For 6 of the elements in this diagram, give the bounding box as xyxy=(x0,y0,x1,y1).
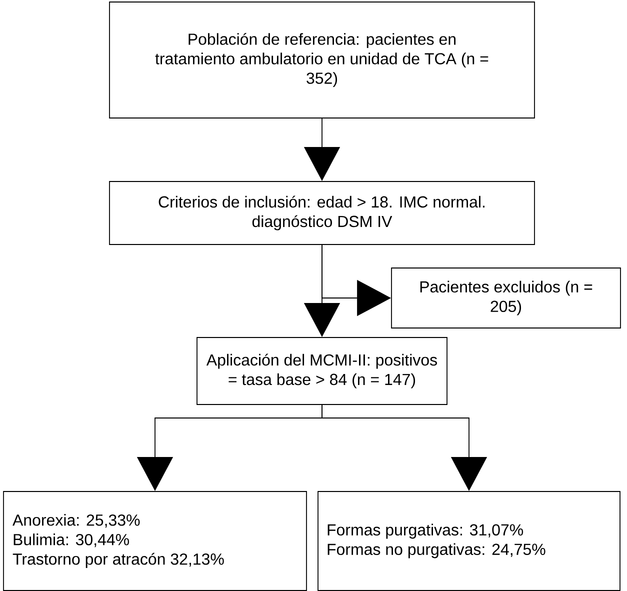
flow-box: Formas purgativas: 31,07% Formas no purgativas: 24,75% xyxy=(318,491,620,591)
flow-box: Criterios de inclusión: edad > 18. IMC normal. diagnóstico DSM IV xyxy=(109,181,535,245)
flow-box: Pacientes excluidos (n = 205) xyxy=(391,268,621,328)
flow-box: Aplicación del MCMI-II: positivos = tasa base > 84 (n = 147) xyxy=(196,337,448,405)
flow-box: Anorexia: 25,33% Bulimia: 30,44% Trastorno por atracón 32,13% xyxy=(3,491,307,591)
flow-box: Población de referencia: pacientes en tratamiento ambulatorio en unidad de TCA (n = 352) xyxy=(109,2,535,118)
